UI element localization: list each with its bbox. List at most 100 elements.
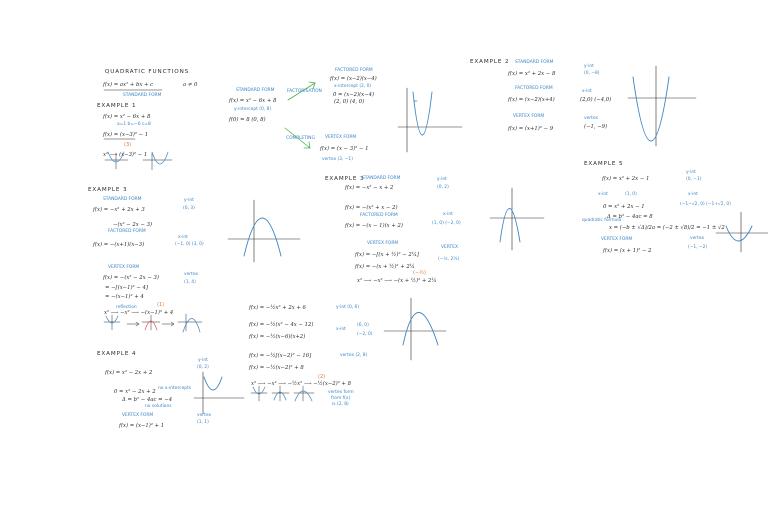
handwritten-note: no solutions bbox=[145, 404, 172, 409]
handwritten-note: FACTORED FORM bbox=[108, 229, 146, 234]
handwritten-note: f(x) = (x + 1)² − 2 bbox=[603, 248, 652, 254]
handwritten-note: (1, 1) bbox=[197, 420, 209, 425]
handwritten-note: VERTEX bbox=[441, 245, 458, 250]
handwritten-note: FACTORED FORM bbox=[360, 213, 398, 218]
handwritten-note: STANDARD FORM bbox=[362, 176, 401, 181]
handwritten-note: x² ⟶ −x² ⟶ −½x² ⟶ −½(x−2)² + 8 bbox=[251, 381, 352, 387]
handwritten-note: VERTEX FORM bbox=[122, 413, 154, 418]
graph-example-2 bbox=[627, 65, 697, 147]
handwritten-note: EXAMPLE 1 bbox=[97, 103, 137, 109]
handwritten-note: vertex bbox=[197, 413, 212, 418]
handwritten-note: f(x) = x² + 2x − 8 bbox=[508, 71, 556, 77]
green-arrow-icon bbox=[284, 127, 311, 149]
handwritten-note: reflection bbox=[116, 305, 137, 310]
handwritten-note: f(x) = x² − 6x + 8 bbox=[229, 98, 277, 104]
handwritten-note: x-int bbox=[178, 235, 188, 240]
mini-parabola-sketch bbox=[142, 151, 173, 171]
handwritten-note: f(x) = x² − 2x + 2 bbox=[105, 370, 153, 376]
handwritten-note: vertex bbox=[584, 116, 599, 121]
handwritten-note: (−½) bbox=[413, 270, 426, 276]
handwritten-note: (2) bbox=[318, 374, 326, 380]
handwritten-note: COMPLETING bbox=[286, 136, 315, 141]
handwritten-note: (0, 2) bbox=[197, 365, 209, 370]
handwritten-note: (−1, −2) bbox=[688, 245, 708, 250]
handwritten-note: f(x) = (x−3)² − 1 bbox=[103, 132, 149, 138]
handwritten-note: (1, 0) (−2, 0) bbox=[432, 221, 461, 226]
handwritten-note: EXAMPLE 2 bbox=[470, 59, 510, 65]
handwritten-note: Δ = b² − 4ac = −4 bbox=[122, 397, 173, 403]
mini-parabola-sketch bbox=[104, 151, 129, 170]
handwritten-note: (−1−√2, 0) (−1+√2, 0) bbox=[680, 202, 731, 207]
handwritten-note: (0, −1) bbox=[686, 177, 702, 182]
handwritten-note: f(x) = −(x − 1)(x + 2) bbox=[345, 223, 403, 229]
handwritten-note: f(x) = x² + 2x − 1 bbox=[602, 176, 650, 182]
handwritten-note: f(x) = −x² + 2x + 3 bbox=[93, 207, 145, 213]
graph-example-3c bbox=[489, 187, 545, 251]
handwritten-note: FACTORED FORM bbox=[335, 68, 373, 73]
handwritten-note: from f(x) bbox=[331, 396, 351, 401]
handwritten-note: vertex (2, 8) bbox=[340, 353, 368, 358]
handwritten-note: f(x) = −½[(x−2)² − 16] bbox=[249, 353, 312, 359]
handwritten-note: VERTEX FORM bbox=[325, 135, 357, 140]
handwritten-note: (−2, 0) bbox=[357, 332, 373, 337]
handwritten-note: (−1, 0) (3, 0) bbox=[175, 242, 204, 247]
handwritten-note: f(x) = ax² + bx + c bbox=[103, 82, 154, 88]
handwritten-note: y-int (0, 6) bbox=[336, 305, 360, 310]
handwritten-note: (−1, −9) bbox=[584, 124, 608, 130]
handwritten-note: f(0) = 8 (0, 8) bbox=[229, 117, 266, 123]
handwritten-note: f(x) = −(x+1)(x−3) bbox=[93, 242, 145, 248]
handwritten-note: FACTORED FORM bbox=[515, 86, 553, 91]
handwritten-note: f(x) = (x+1)² − 9 bbox=[508, 126, 554, 132]
handwritten-note: vertex form bbox=[328, 390, 354, 395]
handwritten-note: f(x) = (x − 3)² − 1 bbox=[320, 146, 369, 152]
handwritten-note: = −[(x−1)² − 4] bbox=[105, 285, 148, 291]
handwritten-note: x² ⟶ −x² ⟶ −(x−1)² + 4 bbox=[104, 310, 174, 316]
handwritten-note: is (2, 8) bbox=[332, 402, 349, 407]
handwritten-note: EXAMPLE 4 bbox=[97, 351, 137, 357]
handwritten-note: VERTEX FORM bbox=[367, 241, 399, 246]
handwritten-note: (3) bbox=[124, 142, 132, 148]
handwritten-note: x² ⟶ −x² ⟶ −(x + ½)² + 2¼ bbox=[357, 278, 437, 284]
handwritten-note: VERTEX FORM bbox=[601, 237, 633, 242]
handwritten-note: f(x) = −(x² + x − 2) bbox=[345, 205, 398, 211]
graph-example-3b bbox=[383, 297, 447, 361]
handwritten-note: (1) bbox=[157, 302, 165, 308]
handwritten-note: x = (−b ± √Δ)/2a = (−2 ± √8)/2 = −1 ± √2 bbox=[609, 225, 725, 231]
handwritten-note: STANDARD FORM bbox=[515, 60, 554, 65]
handwritten-note: STANDARD FORM bbox=[236, 88, 275, 93]
handwritten-note: VERTEX FORM bbox=[108, 265, 140, 270]
handwritten-note: x-int bbox=[598, 192, 608, 197]
handwritten-note: quadratic formula bbox=[582, 218, 622, 223]
handwritten-note: x-int bbox=[443, 212, 453, 217]
graph-example-3 bbox=[227, 199, 301, 263]
handwritten-note: f(x) = −½(x² − 4x − 12) bbox=[249, 322, 314, 328]
handwritten-note: y-intercept (0, 8) bbox=[234, 107, 272, 112]
handwritten-note: 0 = (x−2)(x−4) bbox=[333, 92, 375, 98]
handwritten-note: −(x² − 2x − 3) bbox=[113, 222, 153, 228]
handwritten-note: f(x) = −½x² + 2x + 6 bbox=[249, 305, 306, 311]
graph-example-4 bbox=[193, 371, 245, 415]
handwritten-note: (0, 3) bbox=[183, 206, 195, 211]
handwritten-note: y-int bbox=[437, 177, 447, 182]
handwritten-note: f(x) = −(x + ½)² + 2¼ bbox=[355, 264, 415, 270]
handwritten-note: f(x) = −[(x + ½)² − 2¼] bbox=[355, 252, 419, 258]
handwritten-note: y-int bbox=[584, 64, 594, 69]
handwritten-note: f(x) = (x−1)² + 1 bbox=[119, 423, 165, 429]
graph-example-1 bbox=[397, 87, 463, 153]
handwritten-note: (1, 0) bbox=[625, 192, 637, 197]
handwritten-note: a ≠ 0 bbox=[183, 82, 198, 88]
handwritten-note: Δ = b² − 4ac = 8 bbox=[607, 214, 653, 220]
handwritten-note: STANDARD FORM bbox=[123, 93, 162, 98]
handwritten-note: f(x) = x² − 6x + 8 bbox=[103, 114, 151, 120]
handwritten-note: (2,0) (−4,0) bbox=[580, 97, 612, 103]
handwritten-note: (1, 4) bbox=[184, 280, 196, 285]
green-arrow-icon bbox=[287, 81, 316, 101]
handwritten-note: 0 = x² + 2x − 1 bbox=[603, 204, 645, 210]
handwritten-note: vertex bbox=[690, 236, 705, 241]
handwritten-note: QUADRATIC FUNCTIONS bbox=[105, 69, 190, 75]
handwritten-note: f(x) = −½(x−2)² + 8 bbox=[249, 365, 304, 371]
graph-example-5 bbox=[715, 211, 768, 253]
handwritten-note: 0 = x² − 2x + 2 bbox=[114, 389, 156, 395]
handwritten-note: x-int bbox=[688, 192, 698, 197]
